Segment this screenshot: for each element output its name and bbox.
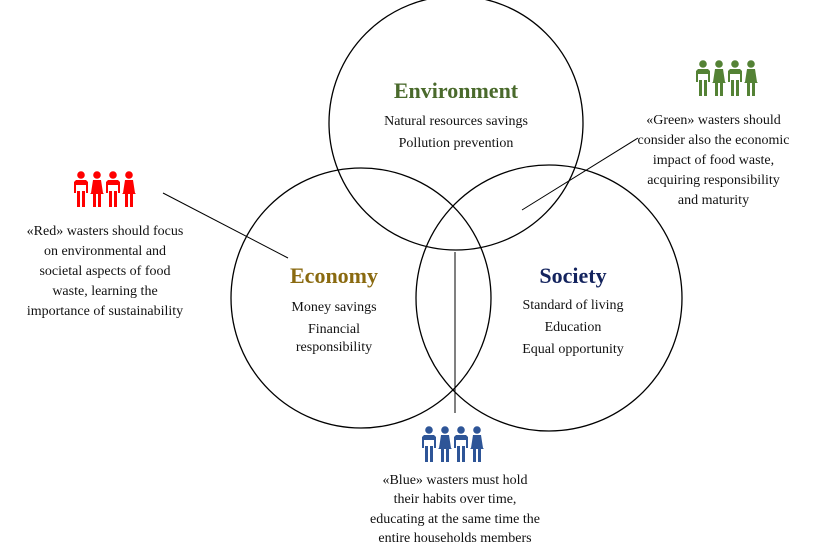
red-note-line-4: waste, learning the: [52, 284, 158, 299]
blue-people-group-icon: [421, 426, 489, 469]
blue-note-line-1: «Blue» wasters must hold: [382, 473, 528, 488]
green-note-line-3: impact of food waste,: [652, 153, 775, 168]
green-note-line-5: and maturity: [677, 193, 750, 208]
society-item-3: Equal opportunity: [522, 342, 624, 357]
economy-circle: [230, 167, 492, 429]
environment-circle: [328, 0, 584, 251]
environment-item-2: Pollution prevention: [398, 136, 514, 151]
people-figures-icon: [422, 426, 484, 462]
red-note-line-3: societal aspects of food: [39, 264, 171, 279]
red-note-line-5: importance of sustainability: [26, 304, 184, 319]
red-people-group-icon: [73, 171, 141, 214]
economy-item-3: responsibility: [295, 340, 373, 355]
blue-note-line-4: entire households members: [378, 531, 532, 546]
green-note-line-2: consider also the economic: [637, 133, 790, 148]
red-connector-line: [162, 192, 289, 259]
green-note-line-1: «Green» wasters should: [646, 113, 781, 128]
people-figures-icon: [696, 60, 758, 96]
economy-item-1: Money savings: [291, 300, 377, 315]
green-note-line-4: acquiring responsibility: [647, 173, 780, 188]
environment-item-1: Natural resources savings: [384, 114, 528, 129]
blue-note-line-2: their habits over time,: [393, 492, 517, 507]
society-title: Society: [539, 263, 607, 288]
blue-note-line-3: educating at the same time the: [370, 512, 540, 527]
society-item-1: Standard of living: [522, 298, 624, 313]
society-circle: [415, 164, 683, 432]
red-note-line-1: «Red» wasters should focus: [26, 224, 184, 239]
green-connector-line: [521, 137, 639, 211]
society-item-2: Education: [544, 320, 602, 335]
red-note-line-2: on environmental and: [43, 244, 167, 259]
environment-title: Environment: [393, 78, 519, 103]
economy-title: Economy: [290, 263, 378, 288]
economy-item-2: Financial: [307, 322, 361, 337]
people-figures-icon: [74, 171, 136, 207]
green-people-group-icon: [695, 60, 763, 103]
